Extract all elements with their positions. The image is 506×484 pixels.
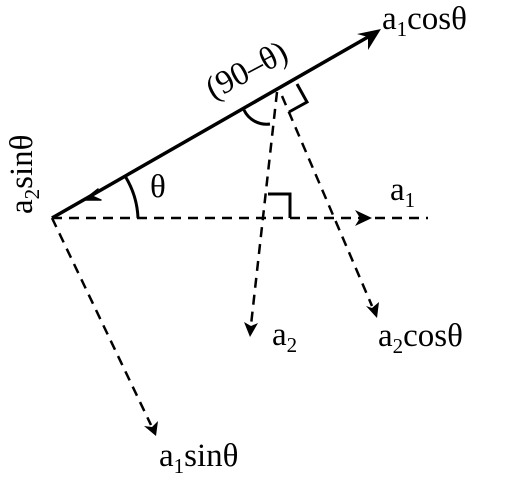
label-a2-cos-theta: a2cosθ <box>378 318 463 358</box>
right-angle-marker-bottom <box>268 192 292 218</box>
ninety-minus-theta-arc <box>242 109 271 126</box>
label-ninety-minus-theta: (90–θ) <box>200 34 294 107</box>
label-a1-sin-theta: a1sinθ <box>159 438 238 478</box>
a1-sin-vector-line <box>50 217 153 426</box>
label-a2: a2 <box>272 317 297 357</box>
a2-vector-line <box>249 91 279 326</box>
theta-angle-arc <box>123 175 140 219</box>
a1-cos-vector-line <box>51 35 369 220</box>
label-a1: a1 <box>390 172 415 212</box>
label-a1-cos-theta: a1cosθ <box>382 1 467 41</box>
a2-cos-vector-line <box>280 95 374 307</box>
label-theta: θ <box>150 169 166 205</box>
a2-sin-arrowhead <box>83 188 102 201</box>
a1-cos-arrowhead <box>357 29 381 50</box>
a2-cos-arrowhead <box>366 302 379 318</box>
a1-arrowhead <box>355 210 372 226</box>
a1-sin-arrowhead <box>144 421 158 436</box>
label-a2-sin-theta: a2sinθ <box>4 135 44 214</box>
right-angle-marker-top <box>288 83 310 114</box>
a2-arrowhead <box>244 322 258 337</box>
